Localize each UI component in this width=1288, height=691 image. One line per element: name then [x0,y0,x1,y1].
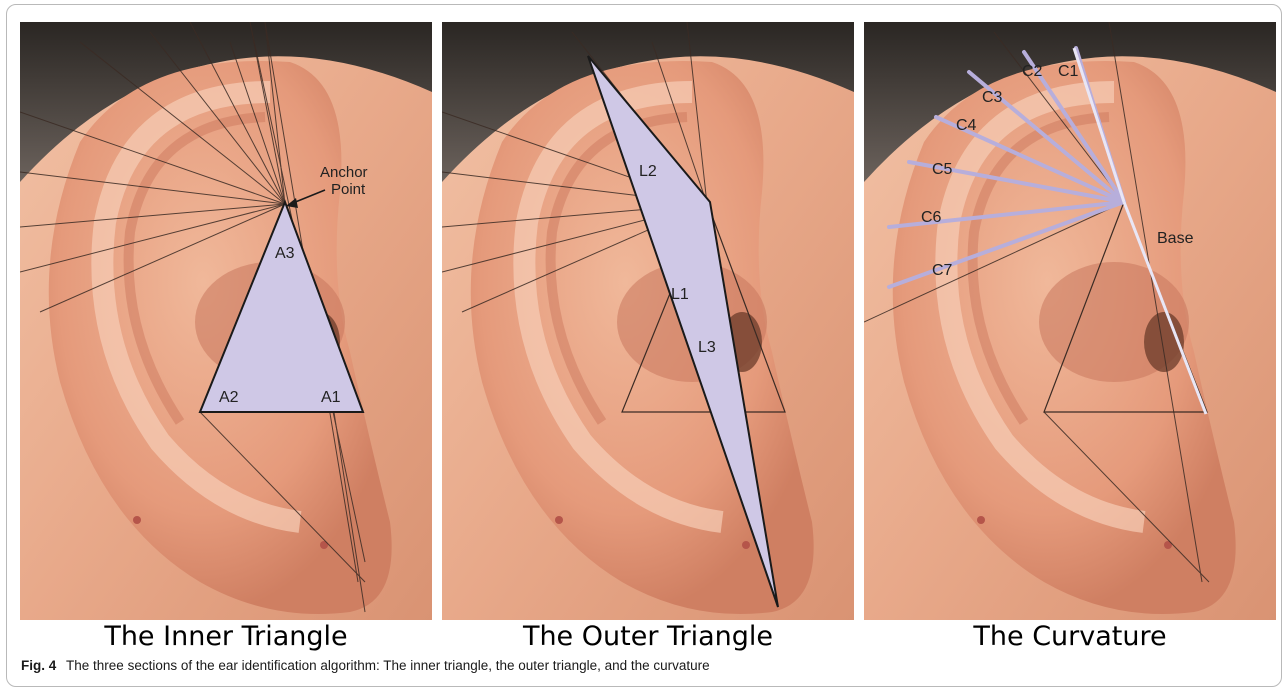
label-c2: C2 [1022,63,1043,80]
panel-curvature: C1 C2 C3 C4 C5 C6 C7 Base [864,22,1276,620]
panel-title-outer: The Outer Triangle [442,620,854,654]
label-c3: C3 [982,89,1003,106]
caption-label: Fig. 4 [21,658,56,673]
anchor-label-line2: Point [331,181,366,198]
ear-photo-inner: Anchor Point A3 A2 A1 [20,22,432,620]
panel-inner-triangle: Anchor Point A3 A2 A1 [20,22,432,620]
label-l3: L3 [698,339,716,356]
ear-photo-curvature: C1 C2 C3 C4 C5 C6 C7 Base [864,22,1276,620]
anchor-label-line1: Anchor [320,164,368,181]
panel-title-inner: The Inner Triangle [20,620,432,654]
label-base: Base [1157,230,1194,247]
panel-title-curvature: The Curvature [864,620,1276,654]
panel-outer-triangle: L2 L1 L3 [442,22,854,620]
label-l1: L1 [671,286,689,303]
label-a1: A1 [321,389,341,406]
ear-photo-outer: L2 L1 L3 [442,22,854,620]
caption-text: The three sections of the ear identifica… [66,658,710,673]
label-c4: C4 [956,117,977,134]
label-c1: C1 [1058,63,1079,80]
label-c6: C6 [921,209,942,226]
label-a2: A2 [219,389,239,406]
label-c7: C7 [932,262,953,279]
label-l2: L2 [639,163,657,180]
label-c5: C5 [932,161,953,178]
figure-caption: Fig. 4 The three sections of the ear ide… [21,656,1271,676]
label-a3: A3 [275,245,295,262]
